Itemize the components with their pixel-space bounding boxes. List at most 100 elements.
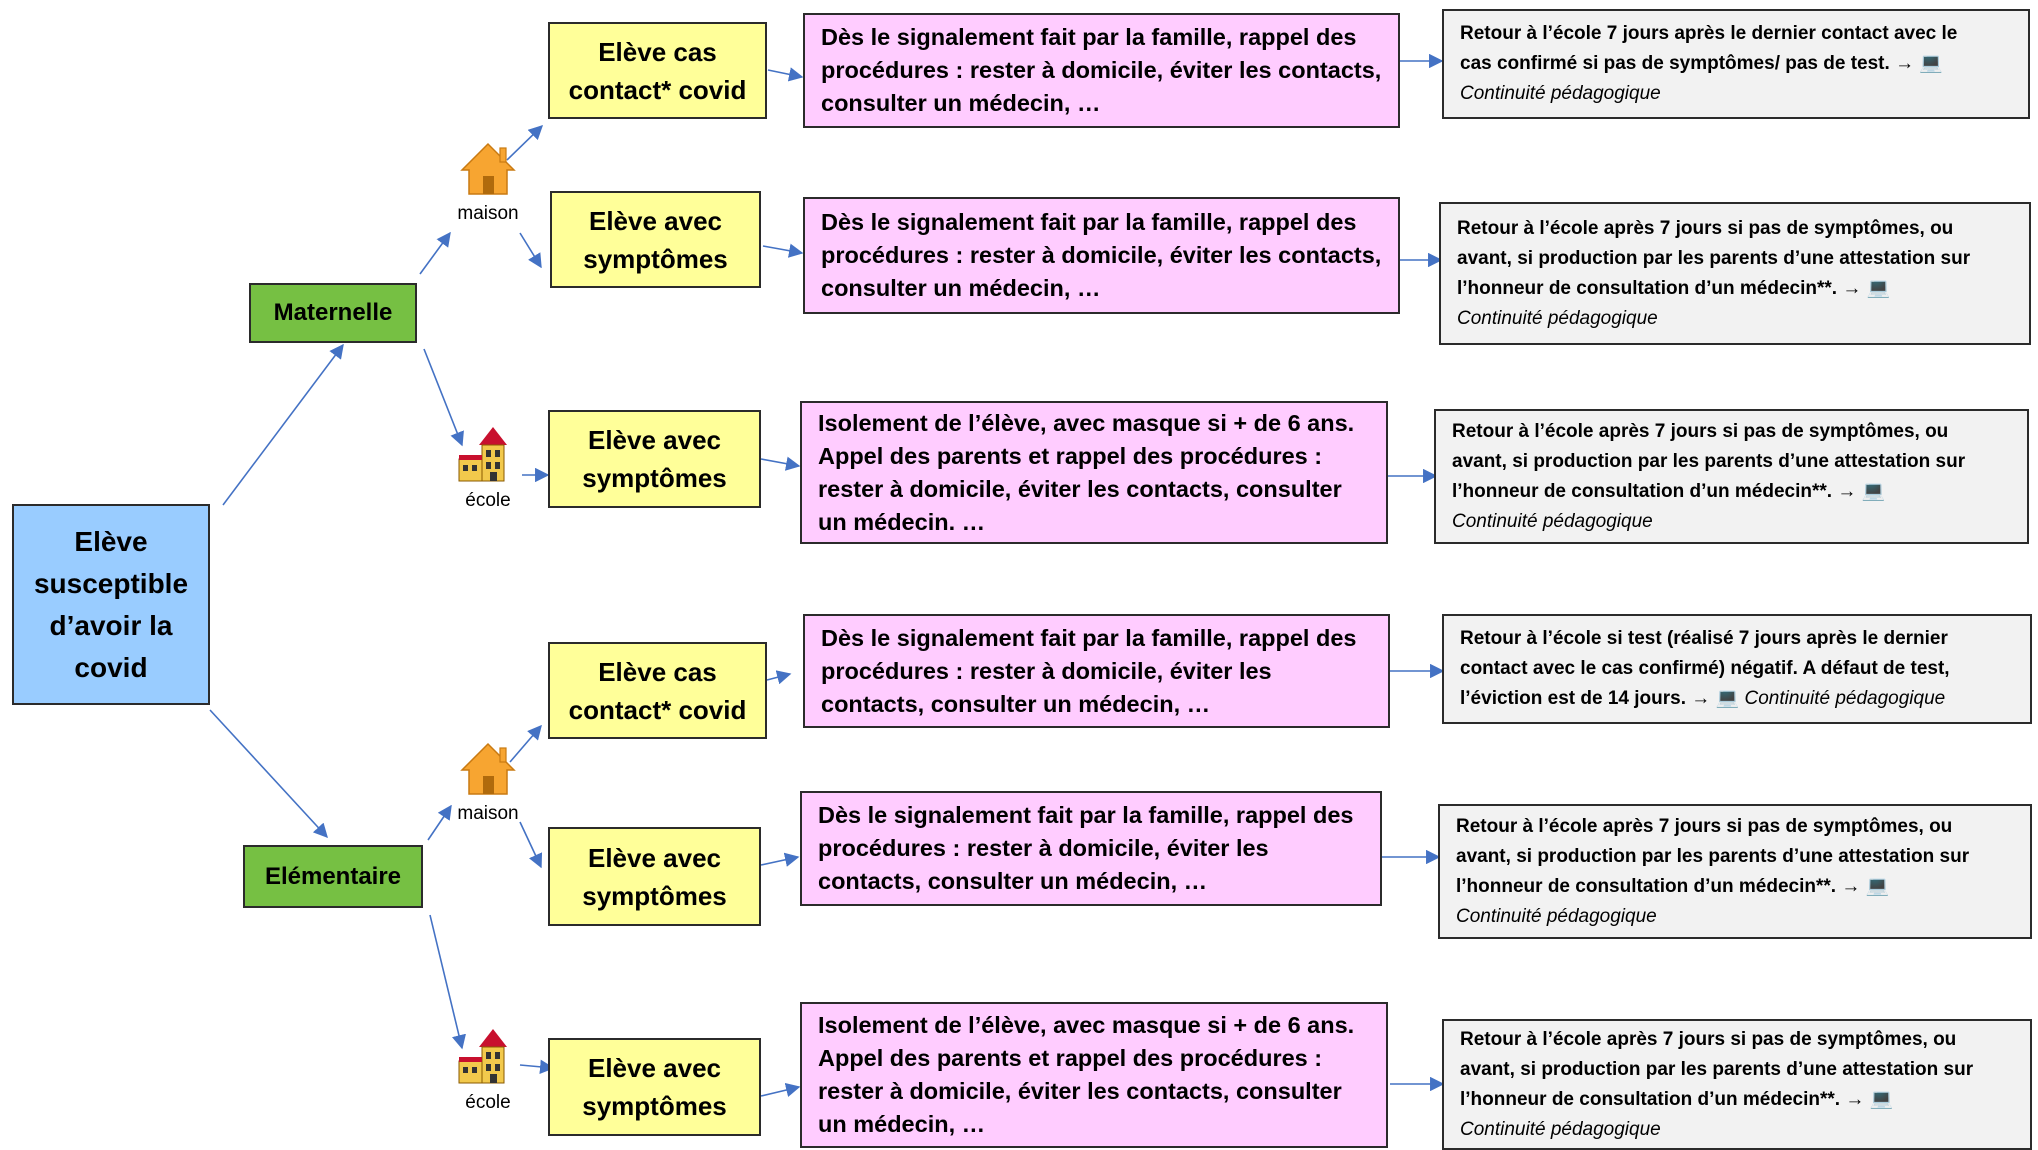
procedure-line: Dès le signalement fait par la famille, … [821,24,1357,50]
return-line: Retour à l’école après 7 jours si pas de… [1460,1028,1957,1050]
connector-elementaire-ecole [429,914,466,1050]
return-line: avant, si production par les parents d’u… [1460,1058,1974,1080]
level-label: Elémentaire [264,862,402,890]
arrow-icon: → [1837,480,1857,502]
return-line: l’éviction est de 14 jours. [1460,688,1686,709]
location-maison-maternelle: maison [428,140,548,225]
case-line: symptômes [582,463,727,493]
continuity-label: Continuité pédagogique [1460,1118,1661,1140]
case-line: symptômes [582,1091,727,1121]
connector-case1-proc1 [767,67,804,82]
connector-maison-case1 [506,124,544,161]
level-maternelle: Maternelle [249,283,417,343]
continuity-label: Continuité pédagogique [1456,905,1657,927]
arrow-icon: → [1845,1088,1865,1110]
root-node: Elève susceptible d’avoir la covid [12,504,210,705]
case-node: Elève avec symptômes [550,191,761,288]
arrow-icon: → [1691,688,1711,709]
procedure-line: Isolement de l’élève, avec masque si + d… [818,1012,1355,1038]
procedure-line: Isolement de l’élève, avec masque si + d… [818,409,1355,436]
return-line: Retour à l’école si test (réalisé 7 jour… [1460,628,1948,649]
return-line: l’honneur de consultation d’un médecin**… [1457,277,1838,299]
connector-root-elementaire [209,709,328,839]
house-icon [460,142,516,195]
school-icon [458,427,507,482]
level-elementaire: Elémentaire [243,845,423,908]
return-line: contact avec le cas confirmé) négatif. A… [1460,658,1950,679]
root-line: Elève [74,525,148,557]
procedure-line: procédures : rester à domicile, éviter l… [821,242,1382,268]
procedure-line: consulter un médecin, … [821,275,1101,301]
return-node: Retour à l’école après 7 jours si pas de… [1442,1019,2032,1150]
laptop-icon: 💻 [1919,53,1944,74]
location-label: maison [457,203,519,224]
procedure-node: Isolement de l’élève, avec masque si + d… [800,401,1388,544]
procedure-node: Dès le signalement fait par la famille, … [800,791,1382,906]
return-line: Retour à l’école 7 jours après le dernie… [1460,23,1958,44]
location-ecole-elementaire: école [428,1027,548,1114]
return-node: Retour à l’école après 7 jours si pas de… [1438,804,2032,939]
case-node: Elève avec symptômes [548,410,761,508]
case-line: symptômes [583,243,728,274]
case-line: symptômes [582,880,727,911]
connector-case5-proc5 [760,852,800,867]
return-line: Retour à l’école après 7 jours si pas de… [1452,420,1949,442]
case-line: Elève avec [588,205,722,236]
house-icon [460,742,516,795]
root-line: d’avoir la [49,609,173,641]
connector-root-maternelle [222,343,344,506]
location-label: école [465,1092,511,1113]
location-label: maison [457,803,519,824]
case-line: contact* covid [568,694,747,725]
level-label: Maternelle [273,299,393,326]
return-node: Retour à l’école 7 jours après le dernie… [1442,9,2030,119]
connector-case2-proc2 [762,243,804,258]
procedure-line: Appel des parents et rappel des procédur… [818,1045,1323,1071]
return-line: l’honneur de consultation d’un médecin**… [1452,480,1833,502]
return-line: Retour à l’école après 7 jours si pas de… [1456,815,1953,837]
root-line: covid [74,651,148,683]
procedure-line: Appel des parents et rappel des procédur… [818,442,1323,469]
procedure-node: Dès le signalement fait par la famille, … [803,197,1400,314]
return-node: Retour à l’école si test (réalisé 7 jour… [1442,614,2032,724]
case-line: Elève avec [587,425,721,455]
procedure-line: contacts, consulter un médecin, … [821,690,1211,717]
location-maison-elementaire: maison [428,740,548,825]
procedure-line: rester à domicile, éviter les contacts, … [818,475,1342,502]
procedure-line: Dès le signalement fait par la famille, … [821,209,1357,235]
procedure-line: procédures : rester à domicile, éviter l… [821,657,1272,684]
procedure-line: un médecin, … [818,1111,986,1137]
return-line: cas confirmé si pas de symptômes/ pas de… [1460,53,1890,74]
laptop-icon: 💻 [1715,688,1740,709]
connector-maison-case5 [519,821,543,869]
return-node: Retour à l’école après 7 jours si pas de… [1434,409,2029,544]
case-line: contact* covid [568,74,747,105]
laptop-icon: 💻 [1866,277,1891,299]
connector-case4-proc4 [766,670,792,685]
arrow-icon: → [1842,277,1862,299]
arrow-icon: → [1895,53,1915,74]
root-line: susceptible [33,567,189,599]
laptop-icon: 💻 [1861,480,1886,502]
return-line: avant, si production par les parents d’u… [1456,845,1970,867]
procedure-line: rester à domicile, éviter les contacts, … [818,1078,1342,1104]
return-line: l’honneur de consultation d’un médecin**… [1456,875,1837,897]
connector-maison-case4 [509,724,542,763]
procedure-line: Dès le signalement fait par la famille, … [818,802,1354,828]
laptop-icon: 💻 [1865,875,1890,897]
continuity-label: Continuité pédagogique [1460,83,1661,104]
connector-maternelle-ecole [423,348,464,447]
return-line: l’honneur de consultation d’un médecin**… [1460,1088,1841,1110]
return-node: Retour à l’école après 7 jours si pas de… [1439,202,2031,345]
return-line: avant, si production par les parents d’u… [1452,450,1966,472]
location-label: école [465,490,511,511]
connector-elementaire-maison [427,804,452,841]
procedure-line: un médecin. … [818,508,986,535]
laptop-icon: 💻 [1869,1088,1894,1110]
procedure-node: Dès le signalement fait par la famille, … [803,13,1400,128]
continuity-label: Continuité pédagogique [1744,688,1946,709]
